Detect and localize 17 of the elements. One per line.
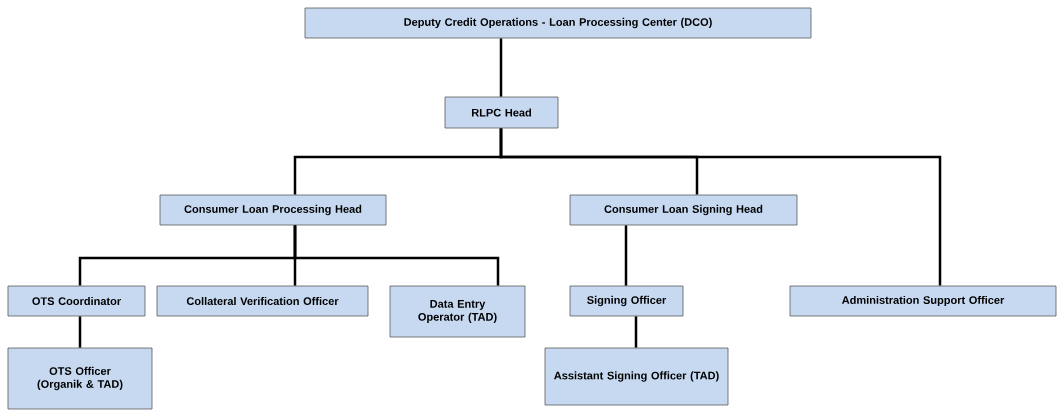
connector-line xyxy=(634,316,638,348)
connector-line xyxy=(78,316,82,348)
org-box: Consumer Loan Signing Head xyxy=(569,194,798,226)
org-box: OTS Coordinator xyxy=(7,285,146,317)
org-box: Assistant Signing Officer (TAD) xyxy=(544,347,729,406)
org-box: OTS Officer (Organik & TAD) xyxy=(7,347,153,410)
org-box: Signing Officer xyxy=(569,285,684,317)
org-box: RLPC Head xyxy=(444,96,559,129)
connector-line xyxy=(624,225,628,286)
org-box: Consumer Loan Processing Head xyxy=(159,194,387,226)
org-box: Deputy Credit Operations - Loan Processing Center (DCO) xyxy=(304,7,812,39)
org-box: Data Entry Operator (TAD) xyxy=(389,285,526,338)
connector-line xyxy=(499,38,503,97)
org-box: Collateral Verification Officer xyxy=(156,285,369,317)
connector-line xyxy=(499,128,942,286)
connector-line xyxy=(293,225,500,286)
org-box: Administration Support Officer xyxy=(789,285,1057,317)
